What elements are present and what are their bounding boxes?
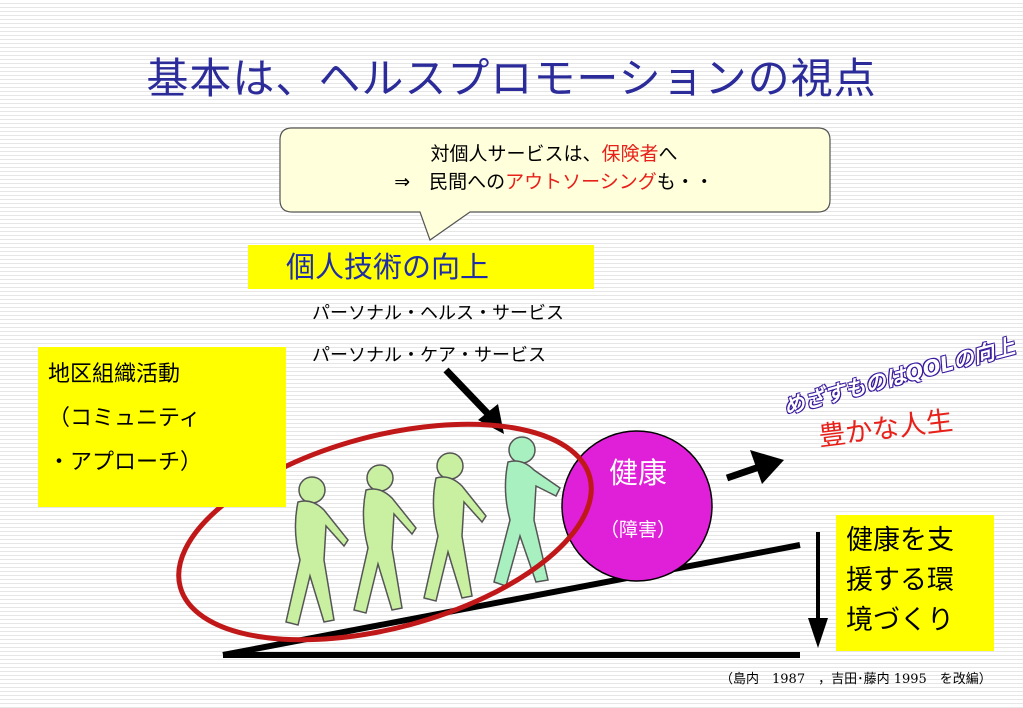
environment-line-1: 健康を支 xyxy=(846,525,954,556)
individual-skill-box: 個人技術の向上 xyxy=(248,245,594,289)
citation: （島内 1987 ，吉田･藤内 1995 を改編） xyxy=(720,672,992,687)
person-figure-1 xyxy=(285,476,349,626)
callout-line-1: 対個人サービスは、保険者へ xyxy=(430,143,678,165)
service-label-care: パーソナル・ケア・サービス xyxy=(312,345,546,366)
ball-title: 健康 xyxy=(608,456,667,490)
callout-bubble xyxy=(279,127,831,241)
community-box: 地区組織活動 （コミュニティ ・アプローチ） xyxy=(38,347,286,507)
right-arrow-shaft xyxy=(725,462,764,482)
health-ball xyxy=(561,430,713,582)
down-arrow-head xyxy=(808,618,828,648)
person-figure-lead xyxy=(493,436,561,587)
community-line-3: ・アプローチ） xyxy=(48,450,203,475)
environment-line-3: 境づくり xyxy=(846,605,954,636)
service-label-health: パーソナル・ヘルス・サービス xyxy=(312,303,564,324)
pointer-arrow-shaft xyxy=(443,367,495,421)
environment-line-2: 援する環 xyxy=(846,565,954,596)
right-arrow-head xyxy=(750,450,784,484)
environment-box: 健康を支 援する環 境づくり xyxy=(836,515,994,651)
person-figure-3 xyxy=(423,452,487,602)
page-title: 基本は、ヘルスプロモーションの視点 xyxy=(146,54,877,103)
community-line-2: （コミュニティ xyxy=(48,406,201,431)
ball-subtitle: （障害） xyxy=(599,519,676,541)
callout-text: 対個人サービスは、保険者へ ⇒ 民間へのアウトソーシングも・・ xyxy=(278,140,830,196)
slope-line xyxy=(222,542,801,658)
callout-line-2: ⇒ 民間へのアウトソーシングも・・ xyxy=(394,171,714,193)
community-ellipse xyxy=(176,421,594,643)
person-figure-2 xyxy=(353,464,417,614)
community-line-1: 地区組織活動 xyxy=(48,362,181,387)
